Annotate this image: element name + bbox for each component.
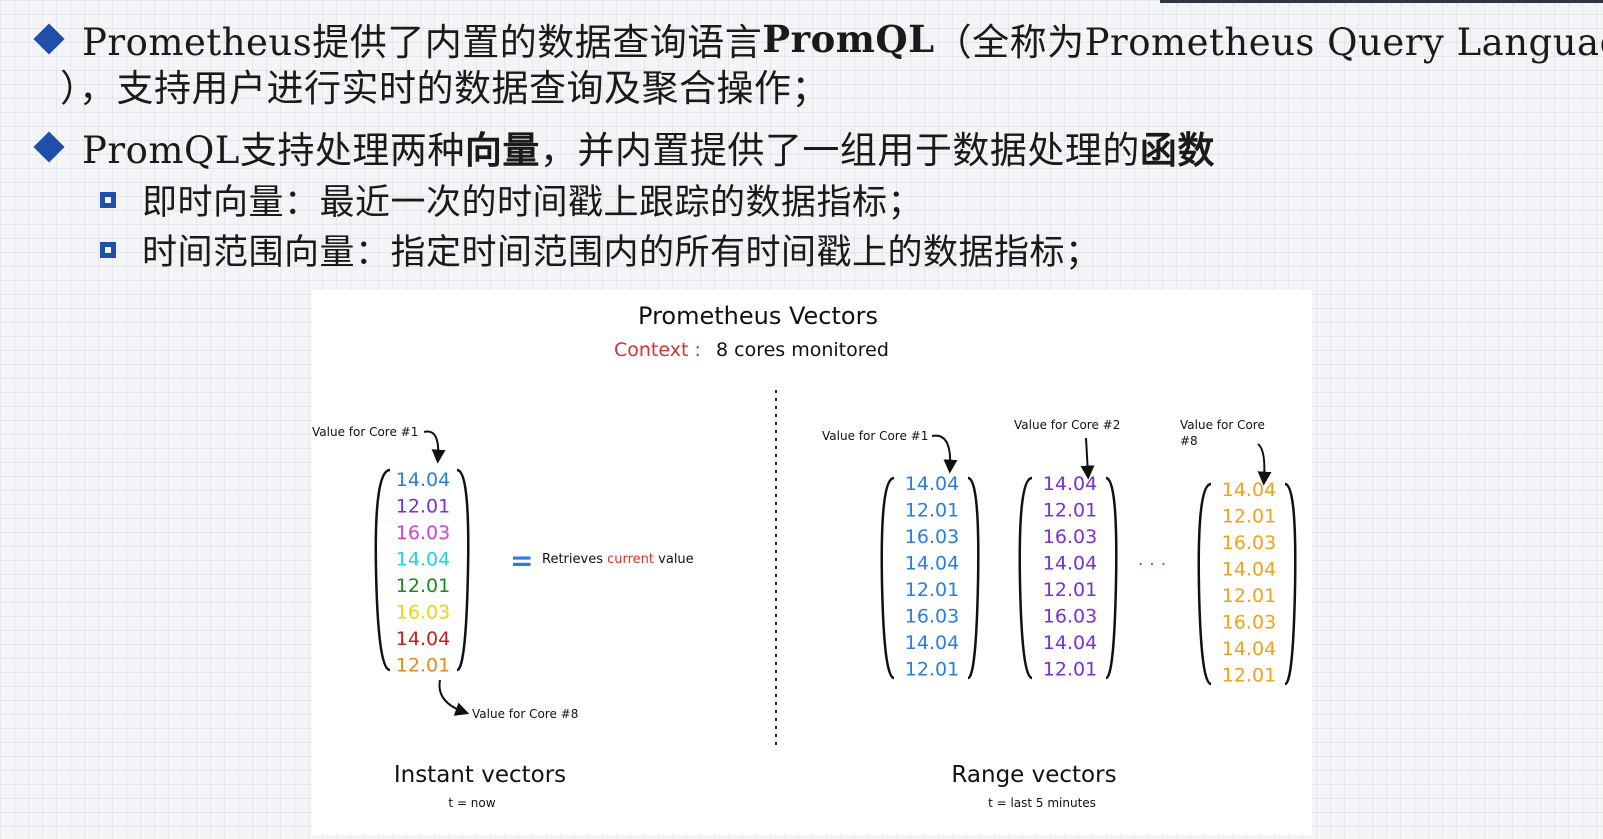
context-label: Context :: [614, 339, 701, 361]
range-label-core8-line1: Value for Core: [1180, 418, 1265, 432]
range-col1-value-2: 12.01: [905, 500, 959, 522]
bullet-vectors: PromQL支持处理两种向量，并内置提供了一组用于数据处理的函数: [33, 120, 1215, 174]
retrieves-text: Retrieves current value: [542, 552, 694, 567]
instant-value-3: 16.03: [396, 522, 450, 544]
range-col1-value-6: 16.03: [905, 606, 959, 628]
range-col2-value-3: 16.03: [1043, 526, 1097, 548]
diamond-bullet-icon: [33, 23, 65, 55]
range-ellipsis: · · ·: [1138, 554, 1167, 575]
range-col3-value-3: 16.03: [1222, 532, 1276, 554]
bullet1-line2: ），支持用户进行实时的数据查询及聚合操作；: [60, 58, 829, 112]
range-col2-value-1: 14.04: [1043, 473, 1097, 495]
range-col1-value-4: 14.04: [905, 553, 959, 575]
instant-value-1: 14.04: [396, 469, 450, 491]
range-col1-value-1: 14.04: [905, 473, 959, 495]
range-col2-value-2: 12.01: [1043, 500, 1097, 522]
bullet1-text-bold: PromQL: [762, 17, 935, 61]
range-arrow-core8-icon: [1257, 443, 1272, 486]
arrow-core8-icon: [438, 679, 470, 716]
instant-value-2: 12.01: [396, 496, 450, 518]
range-label-core1: Value for Core #1: [822, 429, 928, 443]
instant-label-core8: Value for Core #8: [472, 707, 578, 721]
bullet2-text-prefix: PromQL支持处理两种: [82, 129, 465, 172]
range-col3-value-5: 12.01: [1222, 585, 1276, 607]
instant-value-7: 14.04: [396, 628, 450, 650]
bullet2-text-bold-function: 函数: [1139, 128, 1215, 172]
retrieves-current: current: [607, 552, 654, 567]
vectors-svg: Prometheus Vectors Context : 8 cores mon…: [312, 302, 1297, 810]
range-left-brace-icon: [1018, 476, 1033, 680]
range-arrow-core1-icon: [931, 434, 958, 474]
square-bullet-icon: [100, 191, 116, 208]
bullet2-text-middle: ，并内置提供了一组用于数据处理的: [539, 129, 1140, 172]
range-col1-value-8: 12.01: [905, 659, 959, 681]
range-left-brace-icon: [880, 476, 895, 680]
bullet1-text-line2: ），支持用户进行实时的数据查询及聚合操作；: [60, 67, 829, 110]
range-col3-value-7: 14.04: [1222, 638, 1276, 660]
window-top-strip: [1160, 0, 1603, 3]
range-col1-value-3: 16.03: [905, 526, 959, 548]
range-col3-value-4: 14.04: [1222, 559, 1276, 581]
right-brace-icon: [456, 468, 470, 672]
range-sub: t = last 5 minutes: [988, 796, 1096, 810]
instant-sub: t = now: [448, 796, 495, 810]
range-col3-value-1: 14.04: [1222, 479, 1276, 501]
subbullet-instant: 即时向量：最近一次的时间戳上跟踪的数据指标；: [100, 174, 923, 225]
instant-value-5: 12.01: [396, 575, 450, 597]
range-col3-value-6: 16.03: [1222, 612, 1276, 634]
diamond-bullet-icon: [33, 131, 65, 163]
instant-value-4: 14.04: [396, 549, 450, 571]
range-col1-value-7: 14.04: [905, 632, 959, 654]
subbullet2-text: 时间范围向量：指定时间范围内的所有时间戳上的数据指标；: [142, 233, 1101, 273]
instant-value-6: 16.03: [396, 602, 450, 624]
range-col2-value-5: 12.01: [1043, 579, 1097, 601]
instant-caption: Instant vectors: [394, 762, 566, 788]
subbullet-range: 时间范围向量：指定时间范围内的所有时间戳上的数据指标；: [100, 224, 1101, 275]
diagram-title: Prometheus Vectors: [638, 302, 878, 330]
range-right-brace-icon: [1105, 476, 1118, 680]
range-left-brace-icon: [1197, 482, 1212, 686]
range-label-core2: Value for Core #2: [1014, 418, 1120, 432]
range-right-brace-icon: [1284, 482, 1297, 686]
range-col2-value-8: 12.01: [1043, 659, 1097, 681]
instant-label-core1: Value for Core #1: [312, 425, 418, 439]
range-col2-value-7: 14.04: [1043, 632, 1097, 654]
subbullet1-text: 即时向量：最近一次的时间戳上跟踪的数据指标；: [142, 183, 924, 223]
range-right-brace-icon: [967, 476, 980, 680]
bullet1-text-suffix: （全称为Prometheus Query Language: [934, 21, 1603, 64]
instant-vector-values: 14.04 12.01 16.03 14.04 12.01 16.03 14.04 12.01: [396, 469, 450, 677]
range-col2-value-4: 14.04: [1043, 553, 1097, 575]
range-arrow-core2-icon: [1080, 437, 1095, 480]
range-col2-value-6: 16.03: [1043, 606, 1097, 628]
range-col3-value-8: 12.01: [1222, 665, 1276, 687]
range-col1-value-5: 12.01: [905, 579, 959, 601]
bullet2-text-bold-vector: 向量: [464, 128, 540, 172]
equals-sign: =: [510, 544, 533, 577]
range-col3-value-2: 12.01: [1222, 506, 1276, 528]
square-bullet-icon: [100, 241, 116, 258]
retrieves-suffix: value: [658, 552, 694, 567]
range-label-core8-line2: #8: [1180, 434, 1198, 448]
arrow-core1-icon: [423, 430, 446, 464]
context-value: 8 cores monitored: [716, 339, 889, 361]
instant-value-8: 12.01: [396, 655, 450, 677]
prometheus-vectors-diagram: Prometheus Vectors Context : 8 cores mon…: [312, 290, 1312, 835]
retrieves-prefix: Retrieves: [542, 552, 603, 567]
left-brace-icon: [374, 468, 391, 672]
range-vector-columns: 14.04 12.01 16.03 14.04 12.01 16.03 14.04 12.01…: [880, 473, 1297, 687]
range-caption: Range vectors: [951, 762, 1116, 788]
bullet1-text-prefix: Prometheus提供了内置的数据查询语言: [82, 21, 763, 64]
